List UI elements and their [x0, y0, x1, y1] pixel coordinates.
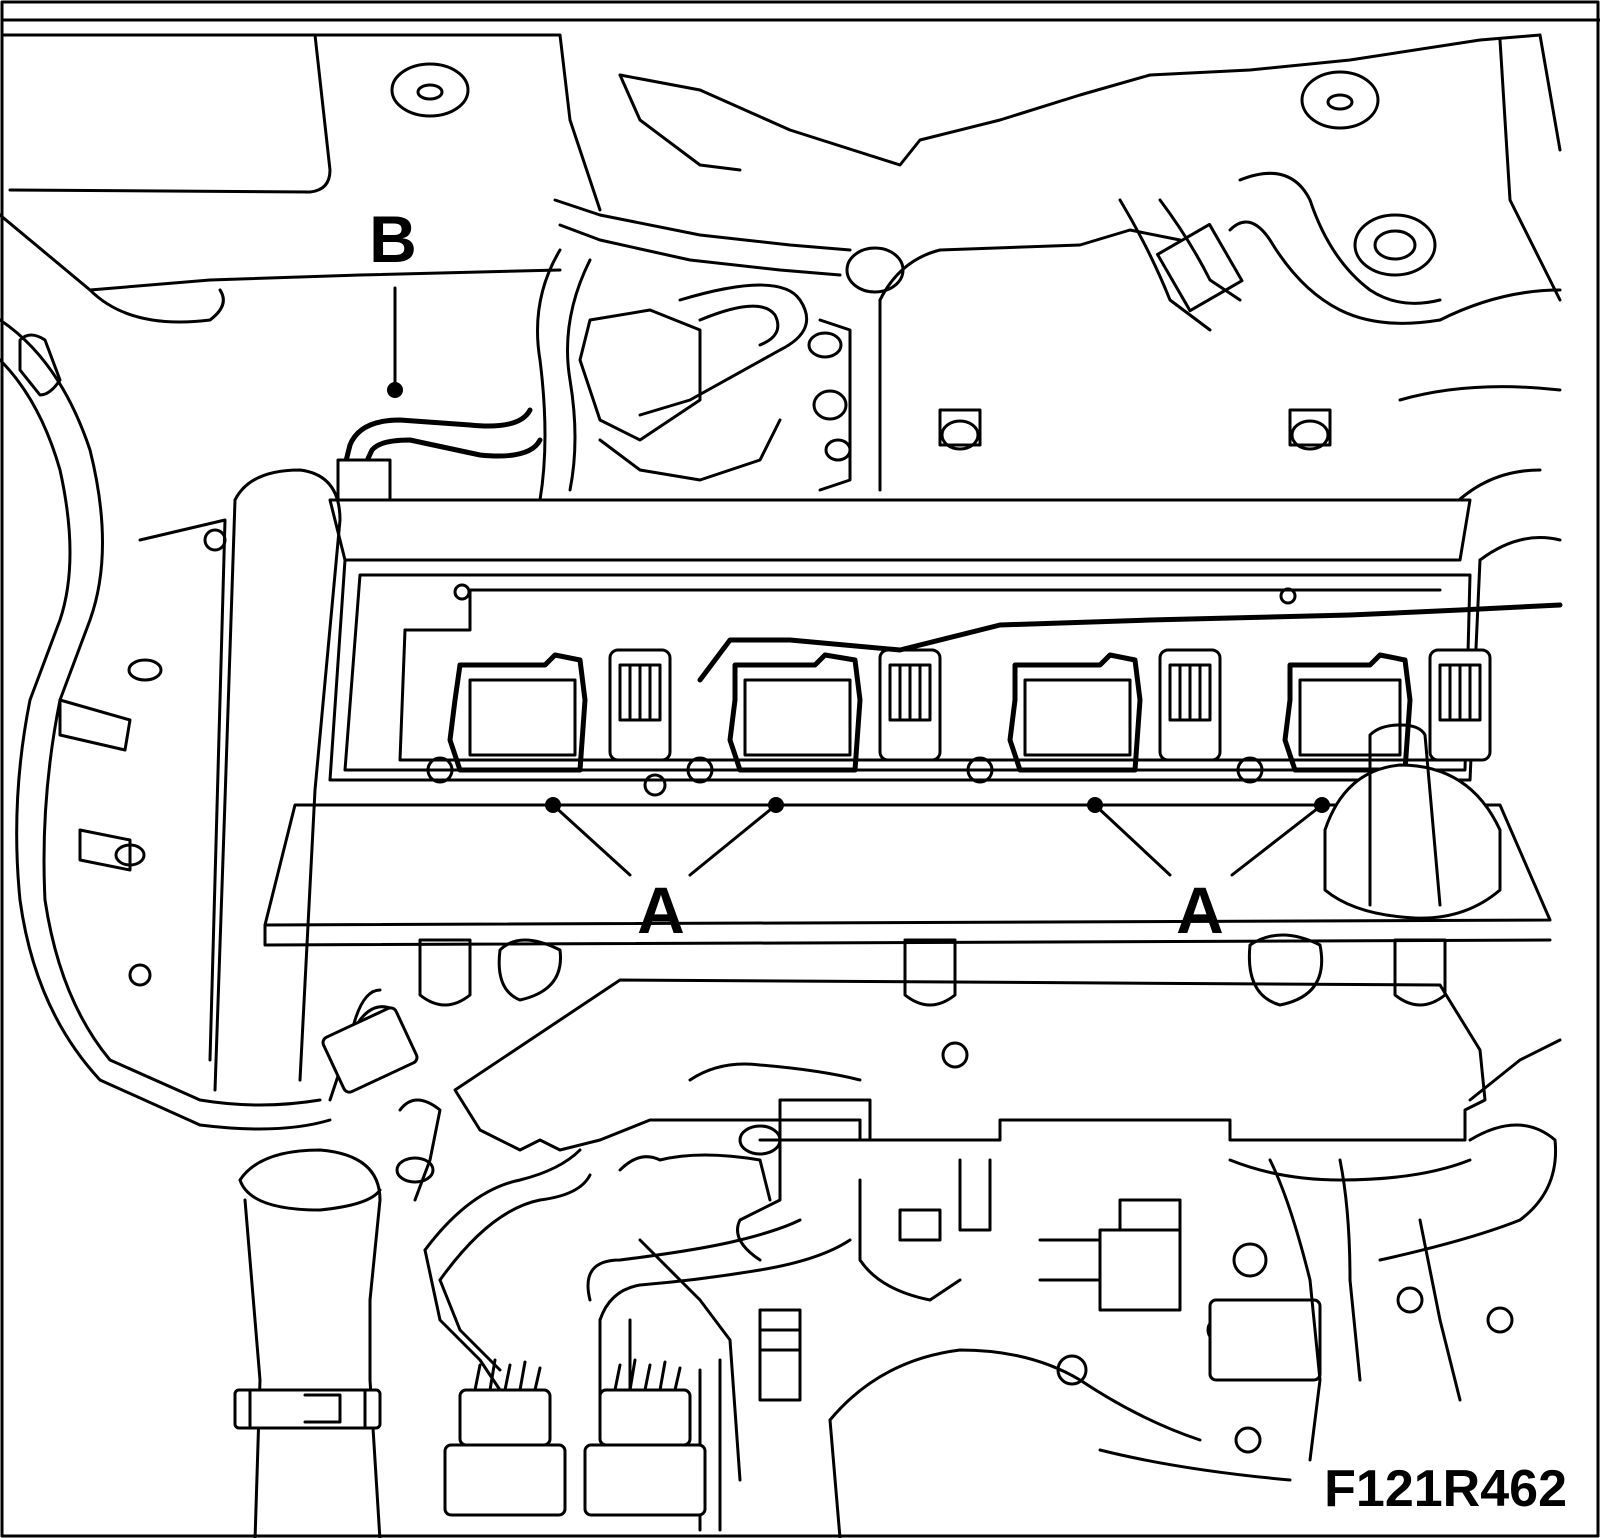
figure-code: F121R462: [1324, 1460, 1567, 1518]
lower-left-hose: [233, 1148, 382, 1538]
valve-cover: [328, 408, 1482, 782]
bottom-connectors: [443, 1358, 707, 1517]
callout-a-left: A: [637, 873, 685, 947]
body-panels: [0, 18, 1600, 324]
lower-wiring: [395, 1038, 1562, 1538]
hose-b: [336, 407, 543, 502]
intake-manifold: [418, 933, 1487, 1152]
callout-a-right: A: [1176, 873, 1224, 947]
callout-b: B: [369, 202, 417, 276]
left-harness: [0, 318, 419, 1131]
ignition-coils: [426, 602, 1563, 797]
upper-hoses: [536, 171, 1562, 562]
leader-lines: [387, 286, 1330, 1482]
